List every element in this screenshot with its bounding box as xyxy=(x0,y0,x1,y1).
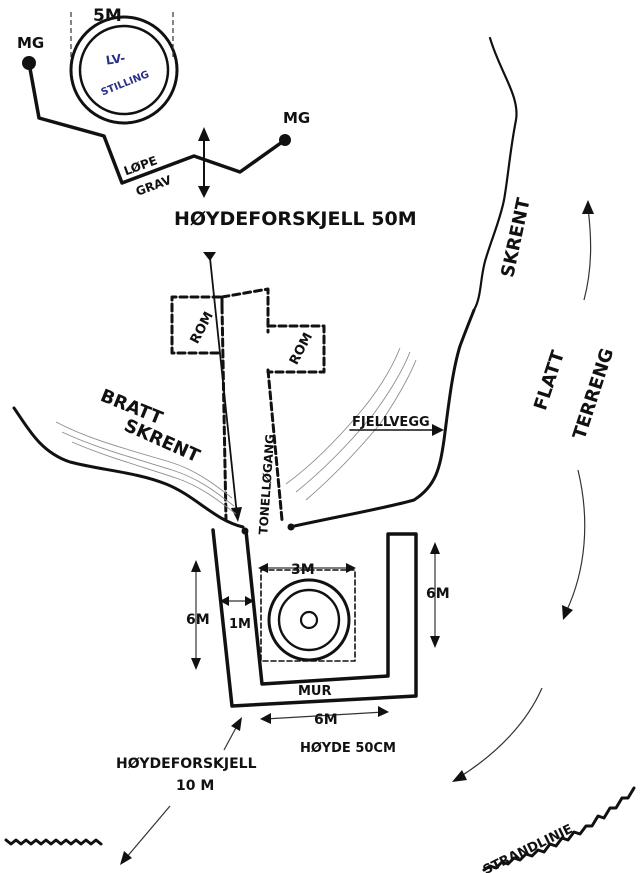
shoreline-right xyxy=(482,786,636,872)
bunker-ring-outer xyxy=(267,578,351,662)
height-difference-50m-label: HØYDEFORSKJELL 50M xyxy=(174,208,417,230)
height-diff-10m-line2: 10 M xyxy=(176,778,214,794)
strandlinje-label: STRANDLINJE xyxy=(481,822,575,873)
lv-label-line1: LV- xyxy=(105,51,126,68)
width-1m-label: 1M xyxy=(229,617,251,632)
mur-label: MUR xyxy=(298,684,332,699)
tunnel-entry-marker xyxy=(203,252,216,261)
bunker-ring-inner xyxy=(299,610,319,630)
flat-terrain: FLATT TERRENG xyxy=(452,200,618,782)
flatt-label-line1: FLATT xyxy=(530,347,569,412)
rock-hatch-2 xyxy=(305,359,417,501)
lv-outer-ring xyxy=(69,15,179,125)
room-lower-label: ROM xyxy=(287,330,316,367)
height-arrow-10m-lower-head xyxy=(120,851,132,865)
height-difference-50m: HØYDEFORSKJELL 50M xyxy=(174,127,417,261)
dim-6m-bottom-head-right xyxy=(378,706,389,717)
tunnel-label: TONELLØGANG xyxy=(256,434,277,535)
height-6m-right-label: 6M xyxy=(426,586,450,602)
dim-6m-right-head-up xyxy=(430,542,440,554)
sight-line-head xyxy=(231,507,242,522)
width-3m-label: 3M xyxy=(291,562,315,578)
trench-line xyxy=(27,61,287,185)
flat-arrow-lower-head xyxy=(452,770,467,782)
cliff-hatch-2 xyxy=(61,431,235,507)
rock-wall: FJELLVEGG SKRENT xyxy=(285,36,535,529)
room-lower xyxy=(266,324,326,374)
fjellvegg-label: FJELLVEGG xyxy=(352,415,430,430)
bunker-entry-dot-right xyxy=(287,523,295,531)
cliff-edge-line xyxy=(12,406,245,529)
dim-1m-head-left xyxy=(220,596,229,606)
flat-arrow-upper xyxy=(583,207,592,301)
lv-position: 5M LV- STILLING xyxy=(69,6,179,125)
height-arrow-10m-lower xyxy=(125,805,171,859)
dim-6m-left-head-up xyxy=(191,560,201,572)
height-arrow-50m-head-up xyxy=(198,127,210,141)
dim-6m-left-head-down xyxy=(191,658,201,670)
height-6m-left-label: 6M xyxy=(186,612,210,628)
dim-6m-right-head-down xyxy=(430,636,440,648)
cliff-hatch-3 xyxy=(71,441,237,515)
height-arrow-10m-upper-head xyxy=(231,717,242,731)
dim-3m-head-right xyxy=(346,563,356,573)
dim-3m-head-left xyxy=(258,563,268,573)
mg-right-label: MG xyxy=(283,109,310,127)
flat-arrow-lower xyxy=(457,687,543,779)
room-upper-label: ROM xyxy=(188,309,217,346)
upper-skrent-line xyxy=(472,36,518,312)
height-difference-10m: HØYDEFORSKJELL 10 M xyxy=(116,717,257,865)
bunker-ring-middle xyxy=(277,588,341,652)
fjellvegg-arrow-head xyxy=(432,424,444,436)
cliff-hatch-1 xyxy=(55,421,233,499)
cliff-edge: BRATT SKRENT xyxy=(12,385,245,529)
rock-hatch-1 xyxy=(295,351,411,493)
height-diff-10m-line1: HØYDEFORSKJELL xyxy=(116,756,257,772)
bunker-outer-wall xyxy=(211,528,418,708)
rock-wall-line xyxy=(288,308,476,529)
hoyde-50cm-label: HØYDE 50CM xyxy=(300,741,396,756)
lv-label-line2: STILLING xyxy=(100,69,151,98)
trench-system: MG MG LØPE GRAV xyxy=(17,34,310,199)
flatt-label-line2: TERRENG xyxy=(569,346,618,442)
shoreline-left xyxy=(4,838,103,846)
rock-hatch-3 xyxy=(285,347,401,485)
dim-6m-bottom-head-left xyxy=(260,713,271,724)
tunnel-wall-left xyxy=(220,304,228,522)
flat-arrow-middle xyxy=(565,469,586,613)
tunnel-complex: ROM ROM TONELLØGANG xyxy=(170,287,326,535)
dim-1m-head-right xyxy=(245,596,254,606)
tunnel-wall-right xyxy=(266,368,284,522)
lv-inner-ring xyxy=(78,24,170,116)
dim-6m-bottom-line xyxy=(264,711,385,720)
lv-diameter-label: 5M xyxy=(93,6,122,26)
bunker-3m-frame xyxy=(260,569,356,662)
mg-left-label: MG xyxy=(17,34,44,52)
bunker: 3M 1M 6M 6M MUR 6M HØYDE 50CM xyxy=(186,523,450,756)
room-upper xyxy=(170,287,270,355)
flat-arrow-upper-head xyxy=(582,200,594,214)
height-arrow-50m-head-down xyxy=(198,186,210,198)
width-6m-bottom-label: 6M xyxy=(314,712,338,728)
bunker-entry-dot-left xyxy=(241,527,249,535)
shoreline: STRANDLINJE xyxy=(4,786,636,873)
flat-arrow-middle-head xyxy=(562,605,573,620)
